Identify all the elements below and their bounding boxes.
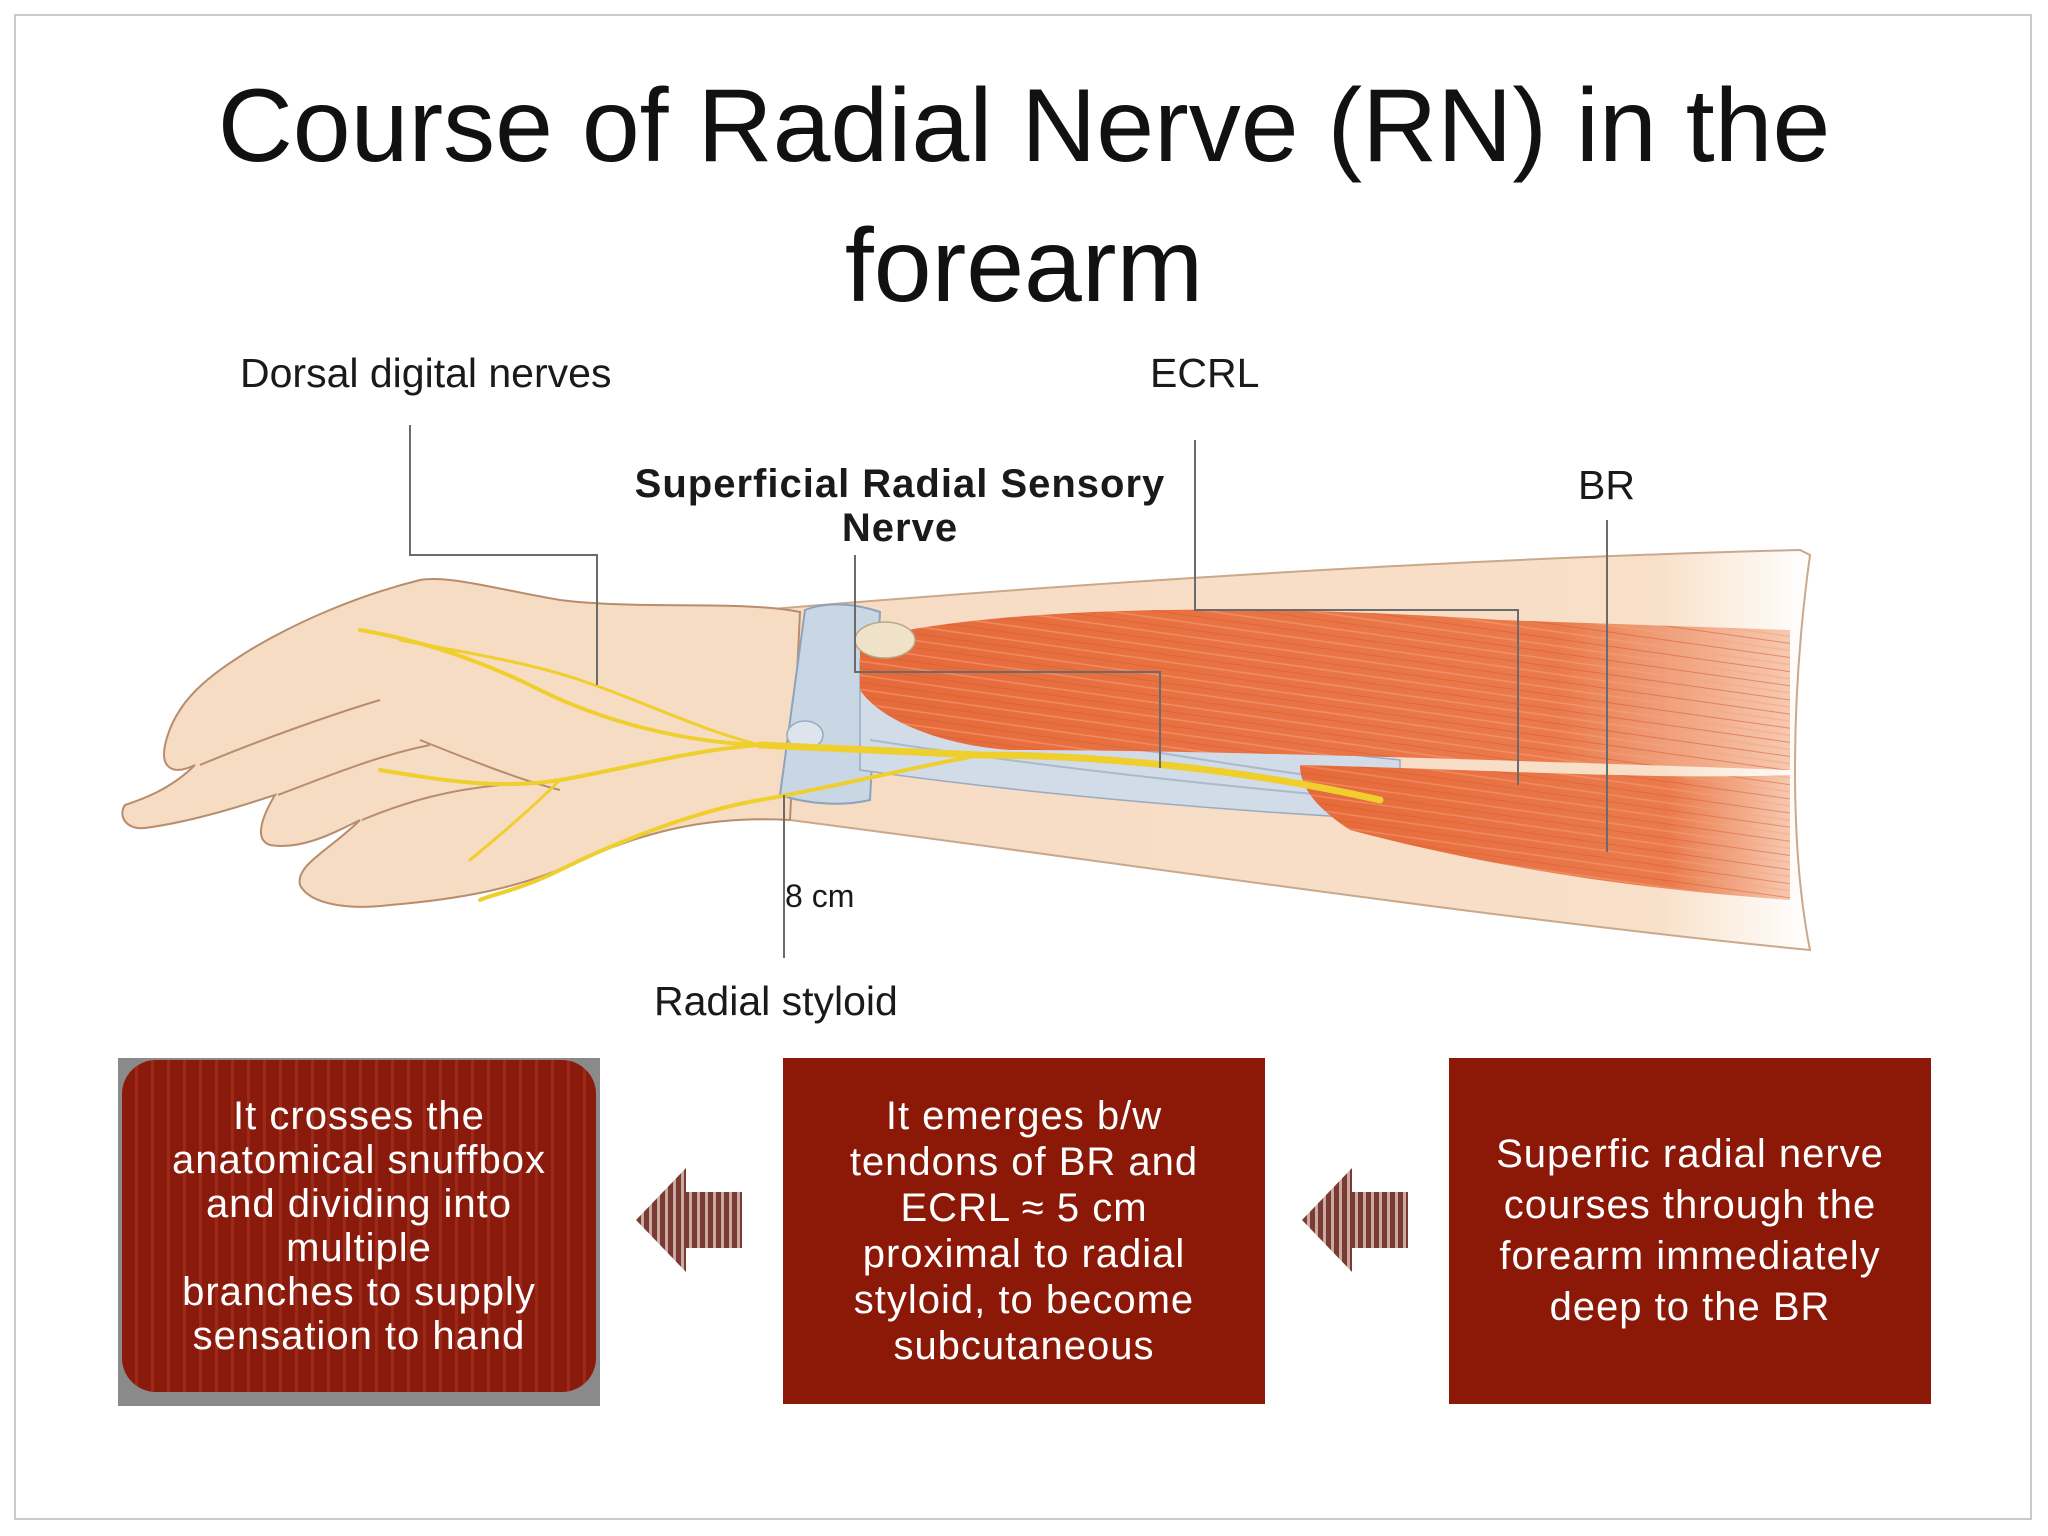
label-superficial-radial-sensory-nerve: Superficial Radial Sensory Nerve (634, 462, 1166, 550)
label-distance: 8 cm (785, 878, 855, 914)
info-box-2-text: It emerges b/w tendons of BR and ECRL ≈ … (849, 1094, 1199, 1368)
label-br: BR (1578, 462, 1635, 508)
superficial-radial-nerve (358, 628, 1384, 902)
label-radial-styloid: Radial styloid (654, 978, 898, 1024)
page-title-line-2: forearm (844, 208, 1204, 324)
info-box-3: Superfic radial nerve courses through th… (1449, 1058, 1931, 1404)
info-box-2: It emerges b/w tendons of BR and ECRL ≈ … (783, 1058, 1265, 1404)
info-box-1: It crosses the anatomical snuffbox and d… (122, 1060, 596, 1392)
left-arrow-icon (636, 1168, 742, 1272)
left-arrow-icon (1302, 1168, 1408, 1272)
info-box-1-text: It crosses the anatomical snuffbox and d… (171, 1094, 547, 1358)
page-title-line-1: Course of Radial Nerve (RN) in the (217, 68, 1831, 184)
hand-skin (121, 578, 802, 908)
info-box-3-text: Superfic radial nerve courses through th… (1496, 1132, 1884, 1329)
label-dorsal-digital-nerves: Dorsal digital nerves (240, 350, 612, 396)
leader-lines (409, 425, 1608, 958)
label-ecrl: ECRL (1150, 350, 1260, 396)
